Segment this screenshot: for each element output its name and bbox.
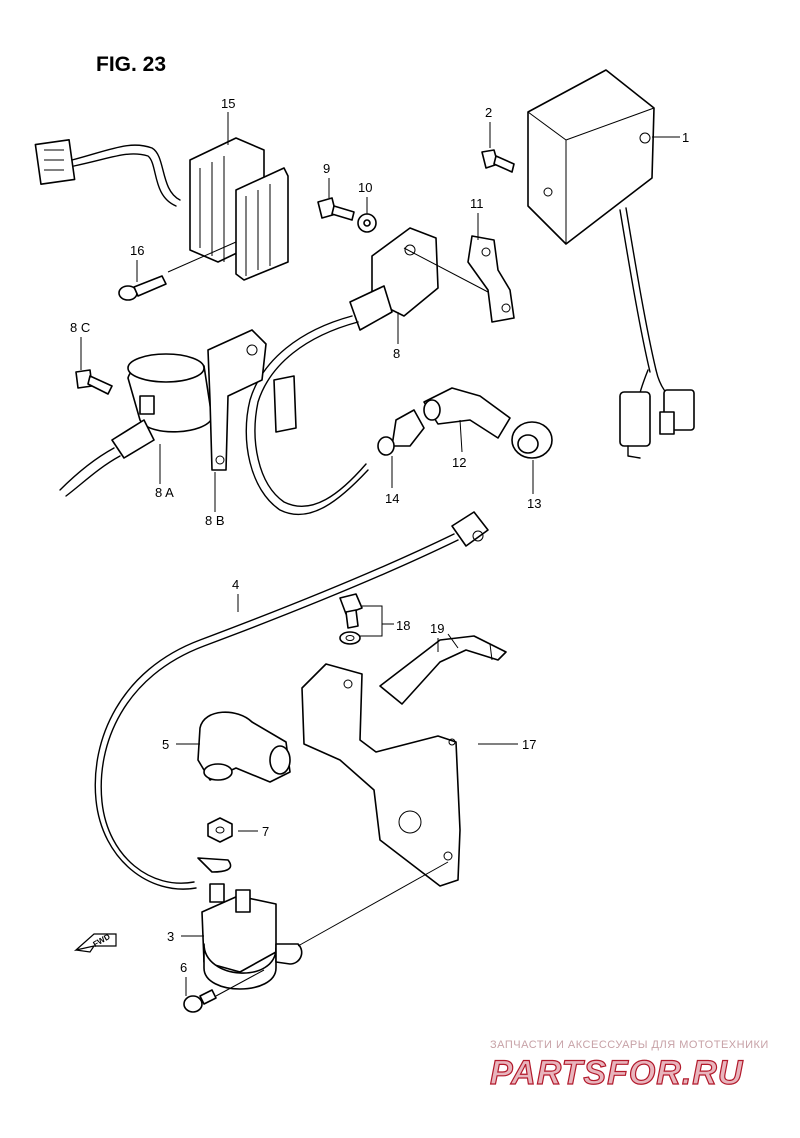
- bolt-8c-part: [75, 369, 113, 395]
- callout-2: 2: [485, 105, 492, 120]
- cap-14-part: [377, 409, 425, 456]
- callout-18: 18: [396, 618, 410, 633]
- washer-10-part: [357, 213, 377, 233]
- callout-19: 19: [430, 621, 444, 636]
- bracket-8b-part: [207, 329, 297, 471]
- ignition-coil-8a-part: [59, 353, 213, 497]
- callout-14: 14: [385, 491, 399, 506]
- clamp-19-part: [379, 633, 507, 705]
- boot-5-part: [197, 711, 291, 783]
- callout-9: 9: [323, 161, 330, 176]
- starter-lead-wire-4-part: [94, 511, 489, 890]
- callout-1: 1: [682, 130, 689, 145]
- forward-arrow-icon: [73, 933, 117, 953]
- bolt-9-part: [317, 197, 355, 221]
- callout-12: 12: [452, 455, 466, 470]
- screw-6-part: [183, 989, 217, 1013]
- callout-15: 15: [221, 96, 235, 111]
- callout-11: 11: [470, 196, 484, 211]
- bolt-2-part: [481, 149, 515, 173]
- plug-cap-12-part: [423, 387, 511, 439]
- callout-8a: 8 A: [155, 485, 174, 500]
- screw-16-part: [118, 275, 167, 301]
- callout-5: 5: [162, 737, 169, 752]
- regulator-rectifier-part: [34, 137, 289, 281]
- callout-10: 10: [358, 180, 372, 195]
- bolt-washer-18-part: [339, 593, 363, 645]
- bracket-17-part: [301, 663, 461, 887]
- figure-title: FIG. 23: [96, 53, 166, 76]
- callout-8b: 8 B: [205, 513, 225, 528]
- callout-4: 4: [232, 577, 239, 592]
- cdi-unit-part: [527, 69, 695, 459]
- callout-13: 13: [527, 496, 541, 511]
- callout-3: 3: [167, 929, 174, 944]
- watermark-brand: PARTSFOR.RU: [490, 1054, 744, 1092]
- callout-16: 16: [130, 243, 144, 258]
- callout-6: 6: [180, 960, 187, 975]
- watermark-tagline: ЗАПЧАСТИ И АКСЕССУАРЫ ДЛЯ МОТОТЕХНИКИ: [490, 1039, 769, 1051]
- callout-7: 7: [262, 824, 269, 839]
- callout-8: 8: [393, 346, 400, 361]
- callout-17: 17: [522, 737, 536, 752]
- nut-7-part: [207, 817, 233, 843]
- ignition-coil-8-part: [245, 227, 439, 516]
- starter-relay-3-part: [197, 857, 303, 990]
- callout-8c: 8 C: [70, 320, 90, 335]
- bracket-11-part: [467, 235, 515, 323]
- seal-13-part: [511, 421, 553, 459]
